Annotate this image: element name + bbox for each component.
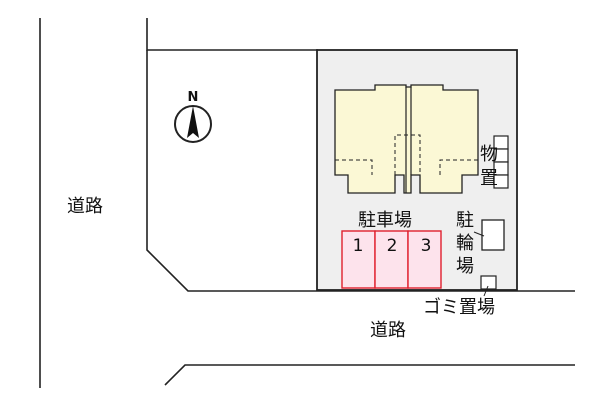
storage-label-char: 置 [480, 168, 498, 189]
bicycle-leader-line [473, 231, 485, 237]
building-dashed-lines [335, 134, 478, 175]
parking-space-number: 3 [421, 236, 432, 256]
west-road-label: 道路 [67, 196, 103, 217]
storage-label-char: 物 [480, 144, 498, 165]
garbage-area-box [480, 275, 497, 290]
parking-label: 駐車場 [358, 210, 412, 231]
bicycle-parking-label-char: 場 [456, 256, 474, 277]
parking-space-number: 1 [353, 236, 364, 256]
parking-space-1 [341, 230, 376, 289]
bicycle-parking-label-char: 輪 [456, 233, 474, 254]
bicycle-parking-label-char: 駐 [456, 210, 474, 231]
compass-north-arrow-icon: N [174, 90, 212, 143]
corner-cut-line [146, 50, 575, 292]
parking-space-2 [374, 230, 409, 289]
parking-area: 1 2 3 [341, 230, 442, 289]
storage-shed [493, 135, 509, 189]
garbage-area-label: ゴミ置場 [423, 297, 495, 318]
south-road-edge [164, 364, 575, 386]
parking-space-number: 2 [387, 236, 398, 256]
parking-space-3 [407, 230, 442, 289]
bicycle-parking-box [481, 219, 505, 251]
garbage-leader-line [483, 285, 489, 297]
south-road-label: 道路 [370, 320, 406, 341]
compass-north-label: N [188, 90, 199, 105]
neighbor-lot-outline [146, 18, 318, 51]
